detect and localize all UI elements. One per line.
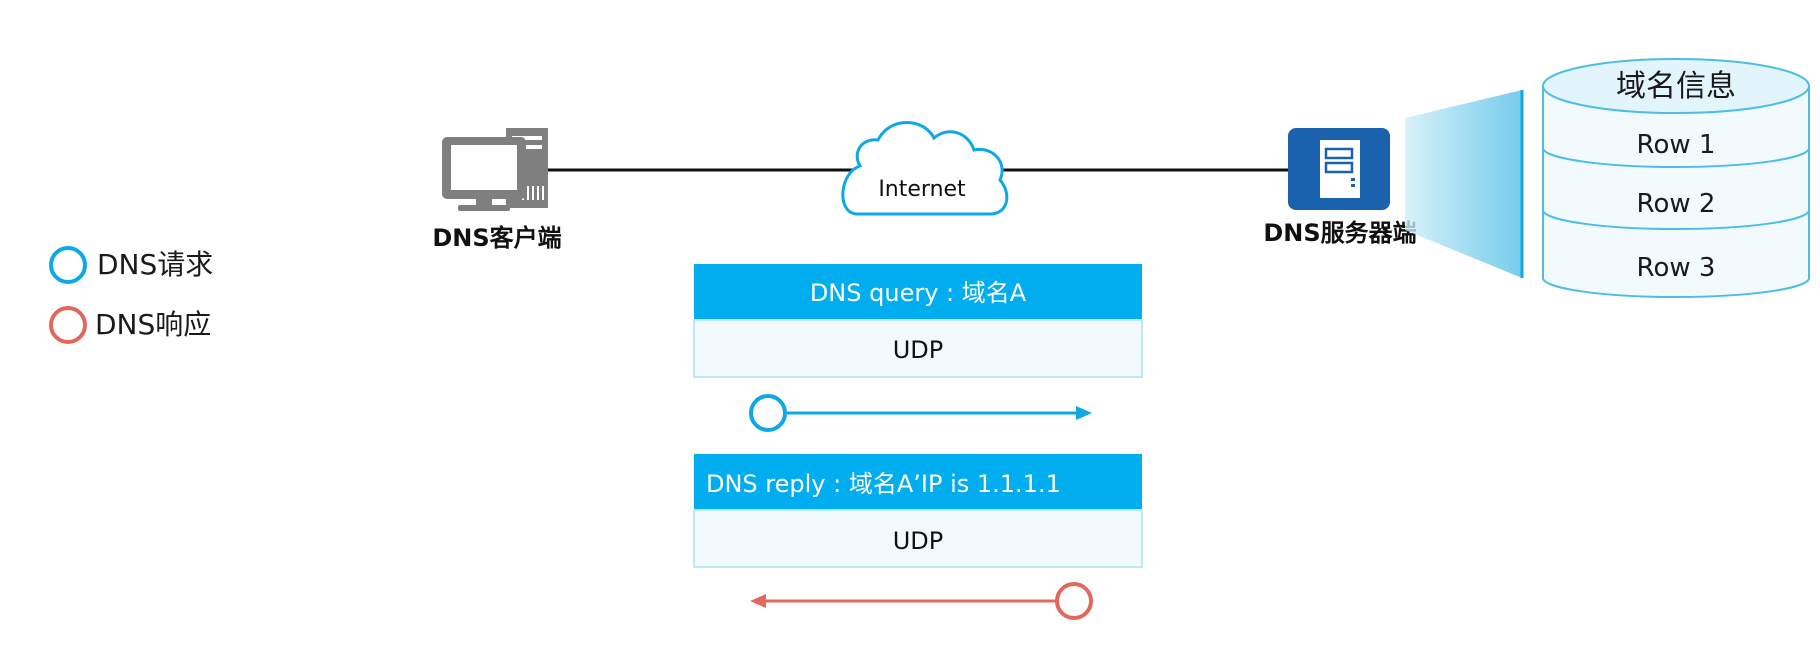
server-icon	[1288, 128, 1390, 210]
legend: DNS请求 DNS响应	[49, 246, 213, 344]
reply-packet-header	[694, 454, 1142, 510]
response-arrow	[750, 582, 1093, 620]
lookup-beam	[1405, 90, 1522, 278]
cloud-icon	[841, 121, 1009, 216]
database-row: Row 1	[1637, 130, 1716, 160]
database-row: Row 3	[1637, 253, 1716, 283]
response-legend-label: DNS响应	[95, 308, 211, 341]
internet-label: Internet	[878, 177, 966, 202]
reply-transport-text: UDP	[893, 527, 944, 555]
request-origin-icon	[749, 394, 787, 432]
query-packet	[693, 264, 1143, 378]
reply-packet-body	[693, 509, 1143, 568]
query-packet-body	[693, 319, 1143, 378]
reply-header-text: DNS reply : 域名A’IP is 1.1.1.1	[706, 470, 1061, 498]
query-header-text: DNS query : 域名A	[810, 279, 1027, 307]
client-label: DNS客户端	[432, 224, 561, 252]
database-row: Row 2	[1637, 189, 1716, 219]
query-packet-header	[694, 264, 1142, 320]
response-legend-icon	[49, 306, 87, 344]
database-title: 域名信息	[1616, 69, 1736, 104]
request-legend-icon	[49, 246, 87, 284]
request-arrow	[749, 394, 1092, 432]
database-icon	[1542, 58, 1810, 298]
query-transport-text: UDP	[893, 336, 944, 364]
server-label: DNS服务器端	[1263, 219, 1416, 247]
request-legend-label: DNS请求	[97, 248, 213, 281]
reply-packet	[693, 454, 1143, 568]
response-origin-icon	[1055, 582, 1093, 620]
computer-icon	[442, 128, 548, 211]
